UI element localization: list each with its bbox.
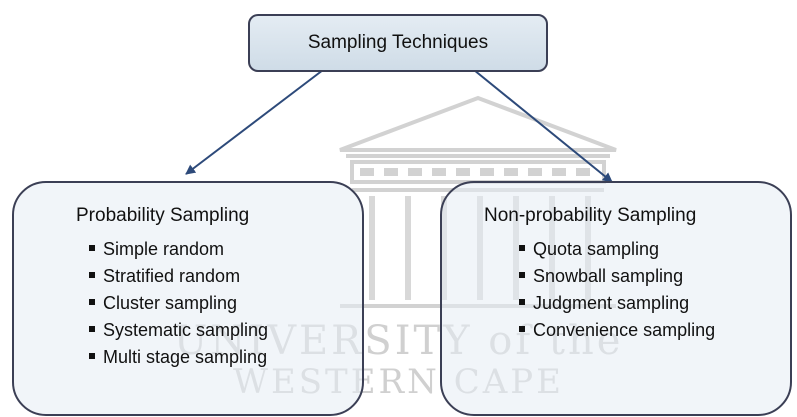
list-item-label: Convenience sampling (533, 320, 716, 340)
list-item-label: Cluster sampling (103, 293, 238, 313)
arrow-to-probability (185, 69, 324, 175)
list-item: Systematic sampling (89, 317, 268, 344)
bullet-icon (519, 326, 525, 333)
bullet-icon (89, 326, 95, 333)
list-item-label: Snowball sampling (533, 266, 684, 286)
probability-sampling-title: Probability Sampling (76, 205, 250, 226)
list-item: Snowball sampling (519, 263, 715, 290)
bullet-icon (89, 272, 95, 279)
list-item-label: Stratified random (103, 266, 241, 286)
non-probability-sampling-panel: Non-probability Sampling Quota sampling … (440, 181, 792, 416)
list-item-label: Judgment sampling (533, 293, 690, 313)
bullet-icon (519, 245, 525, 252)
root-title: Sampling Techniques (307, 32, 489, 53)
list-item: Cluster sampling (89, 290, 268, 317)
probability-sampling-list: Simple random Stratified random Cluster … (89, 236, 268, 371)
bullet-icon (519, 272, 525, 279)
list-item: Multi stage sampling (89, 344, 268, 371)
list-item: Judgment sampling (519, 290, 715, 317)
list-item-label: Simple random (103, 239, 225, 259)
probability-sampling-panel: Probability Sampling Simple random Strat… (12, 181, 364, 416)
list-item-label: Multi stage sampling (103, 347, 268, 367)
list-item: Stratified random (89, 263, 268, 290)
list-item-label: Quota sampling (533, 239, 660, 259)
bullet-icon (89, 299, 95, 306)
non-probability-sampling-list: Quota sampling Snowball sampling Judgmen… (519, 236, 715, 344)
bullet-icon (89, 353, 95, 360)
root-node: Sampling Techniques (248, 14, 548, 72)
list-item: Convenience sampling (519, 317, 715, 344)
non-probability-sampling-title: Non-probability Sampling (484, 205, 697, 226)
bullet-icon (89, 245, 95, 252)
arrow-to-non-probability (473, 69, 613, 183)
list-item: Quota sampling (519, 236, 715, 263)
bullet-icon (519, 299, 525, 306)
list-item-label: Systematic sampling (103, 320, 269, 340)
list-item: Simple random (89, 236, 268, 263)
